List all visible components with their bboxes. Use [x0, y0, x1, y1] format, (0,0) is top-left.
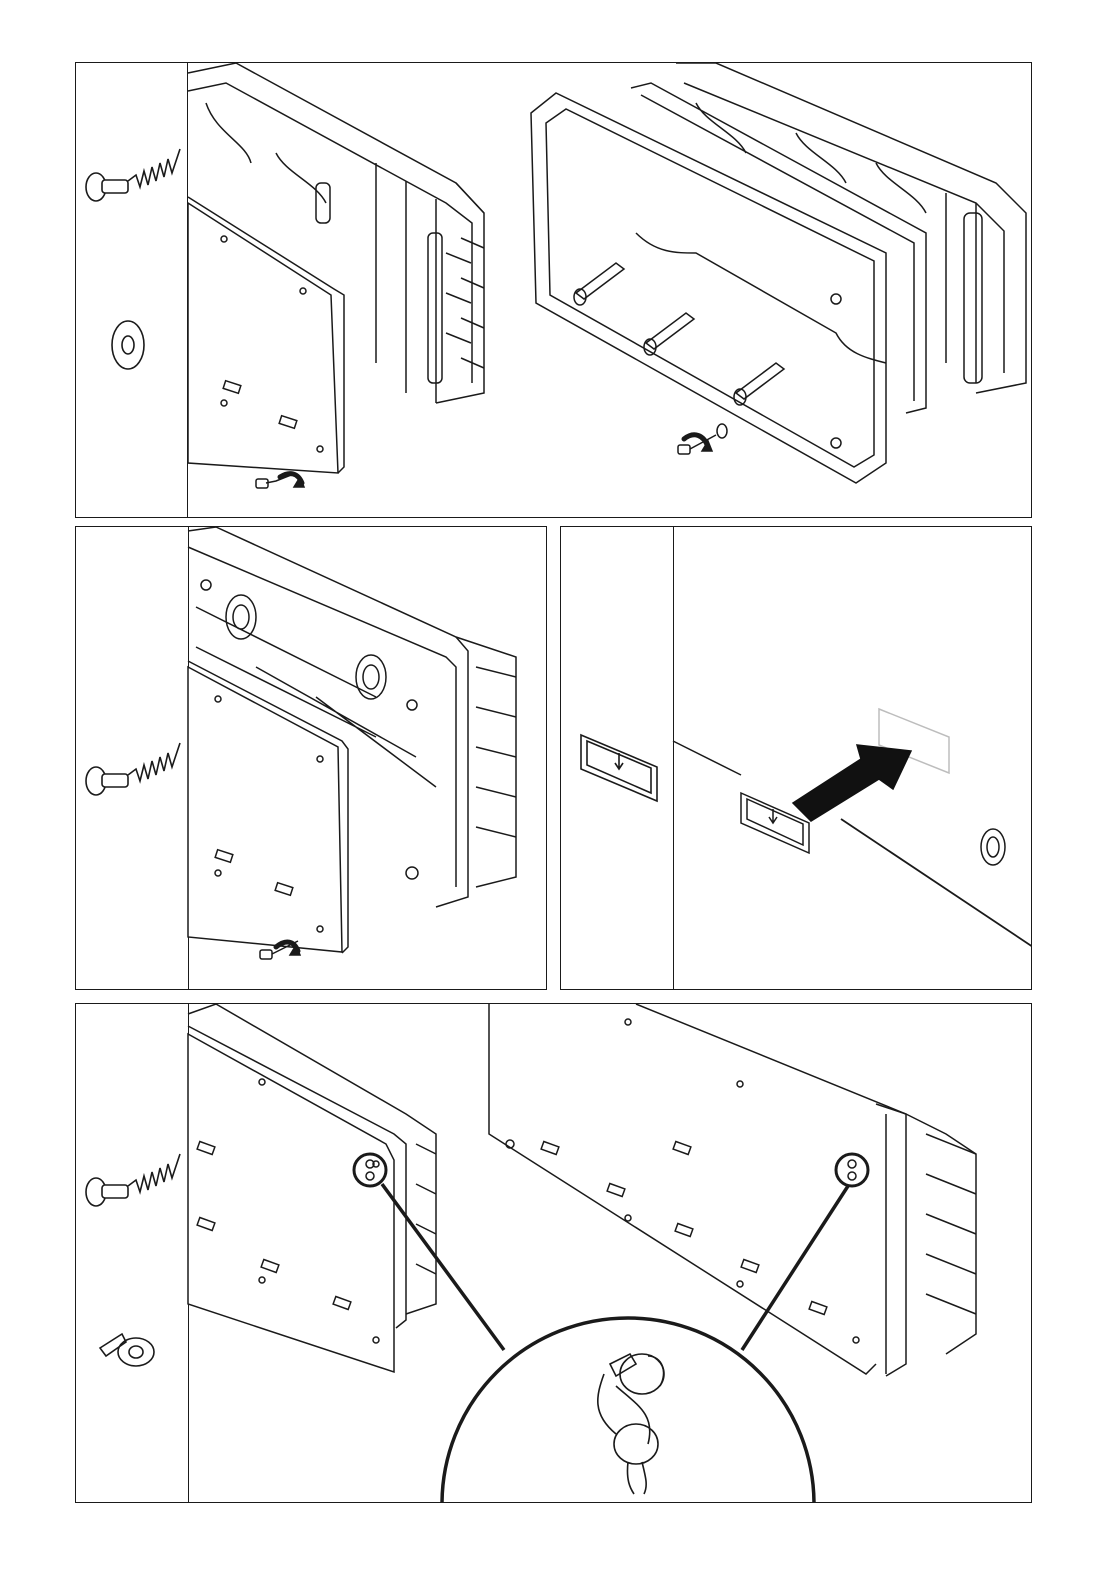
- sealing-view-right: [489, 1004, 976, 1376]
- frame-removal-view: [531, 63, 1026, 483]
- wood-screw-icon: [86, 743, 180, 795]
- step-1-panel: [75, 62, 1032, 518]
- step-2-panel: [75, 526, 547, 990]
- cover-removal-view: [188, 63, 484, 488]
- washer-icon: [112, 321, 144, 369]
- step-3-panel: [560, 526, 1032, 990]
- sealing-cap-icon: [100, 1334, 154, 1366]
- wood-screw-icon: [86, 1154, 180, 1206]
- wood-screw-icon: [86, 149, 180, 201]
- step-4-panel: [75, 1003, 1032, 1503]
- seal-detail-zoom: [382, 1184, 848, 1503]
- sealing-view-left: [188, 1004, 436, 1372]
- label-insert-view: [673, 709, 1032, 947]
- step-3-illustration: [561, 527, 1032, 990]
- step-1-illustration: [76, 63, 1032, 518]
- cover-mount-view: [188, 527, 516, 959]
- label-plate-icon: [581, 735, 657, 801]
- step-4-illustration: [76, 1004, 1032, 1503]
- step-2-illustration: [76, 527, 547, 990]
